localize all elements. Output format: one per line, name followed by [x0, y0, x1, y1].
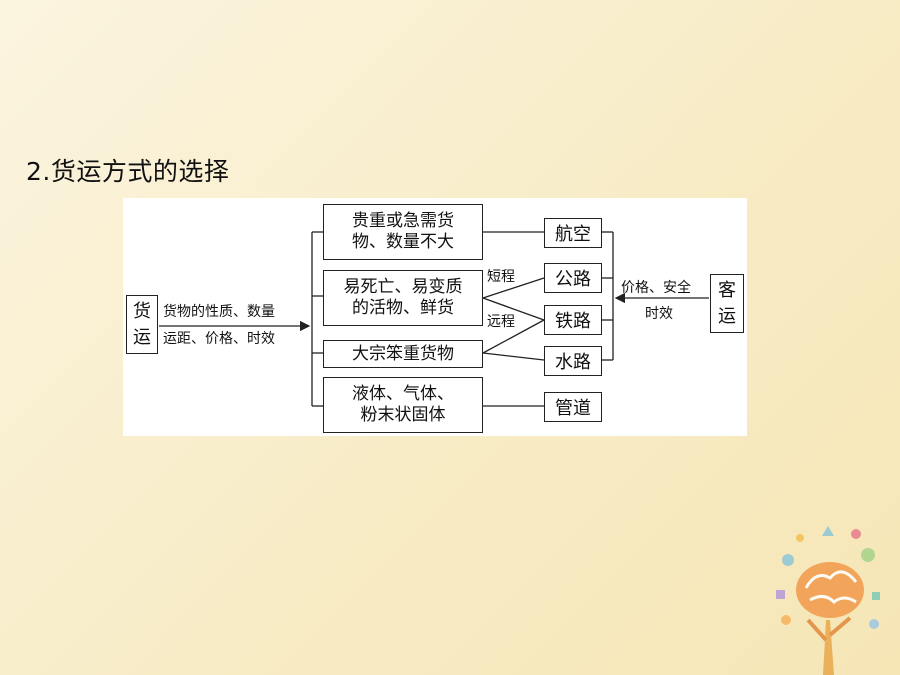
- line-bulk-rail: [482, 319, 545, 354]
- passenger-box: 客运: [710, 274, 744, 333]
- mode-road: 公路: [544, 263, 602, 293]
- freight-box: 货运: [126, 295, 158, 354]
- passenger-factors-line2: 时效: [645, 306, 673, 322]
- cargo-bulk-box: 大宗笨重货物: [323, 340, 483, 368]
- freight-factors-line1: 货物的性质、数量: [163, 304, 275, 320]
- connector-lines: [159, 231, 709, 407]
- mode-air: 航空: [544, 218, 602, 248]
- line-short-road: [482, 277, 545, 299]
- cargo-fluid-box: 液体、气体、 粉末状固体: [323, 377, 483, 433]
- mode-rail: 铁路: [544, 305, 602, 335]
- freight-choice-diagram: 货运 货物的性质、数量 运距、价格、时效 贵重或急需货 物、数量不大 易死亡、易…: [123, 198, 747, 436]
- page-title: 2.货运方式的选择: [26, 157, 230, 186]
- mode-water: 水路: [544, 346, 602, 376]
- cargo-valuable-box: 贵重或急需货 物、数量不大: [323, 204, 483, 260]
- short-distance-label: 短程: [487, 269, 515, 285]
- passenger-factors-line1: 价格、安全: [621, 280, 691, 296]
- brain-tree-illustration: [776, 526, 880, 675]
- long-distance-label: 远程: [487, 314, 515, 330]
- line-long-rail: [482, 297, 545, 321]
- cargo-perishable-box: 易死亡、易变质 的活物、鲜货: [323, 270, 483, 326]
- line-bulk-water: [482, 352, 545, 361]
- freight-factors-line2: 运距、价格、时效: [163, 331, 275, 347]
- mode-pipeline: 管道: [544, 392, 602, 422]
